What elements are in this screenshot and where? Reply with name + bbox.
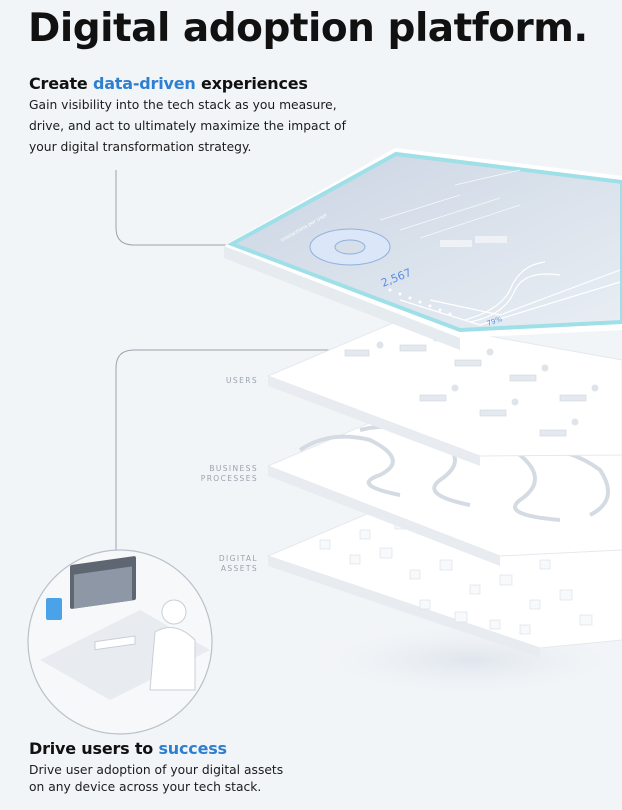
heading-text: Drive users to xyxy=(29,739,159,758)
label-line: DIGITAL xyxy=(218,554,258,563)
heading-text: Create xyxy=(29,74,93,93)
section-heading-data-driven: Create data-driven experiences xyxy=(29,74,308,93)
connector-line-bottom xyxy=(115,349,345,550)
donut-chart xyxy=(309,228,391,266)
section-body-data-driven: Gain visibility into the tech stack as y… xyxy=(29,98,346,154)
layer-label-users: USERS xyxy=(226,376,258,385)
connector-line-top xyxy=(115,170,232,246)
label-line: BUSINESS xyxy=(209,464,258,473)
heading-accent: success xyxy=(158,739,227,758)
section-body-success: Drive user adoption of your digital asse… xyxy=(29,763,284,794)
heading-accent: data-driven xyxy=(92,74,196,93)
label-line: PROCESSES xyxy=(200,474,258,483)
dashboard-tablet: Interactions per User 2,567 79% xyxy=(224,148,622,350)
user-at-desk-illustration xyxy=(27,549,213,735)
label-line: ASSETS xyxy=(220,564,258,573)
section-heading-success: Drive users to success xyxy=(29,739,227,758)
heading-text: experiences xyxy=(195,74,308,93)
page-title: Digital adoption platform. xyxy=(28,6,588,51)
